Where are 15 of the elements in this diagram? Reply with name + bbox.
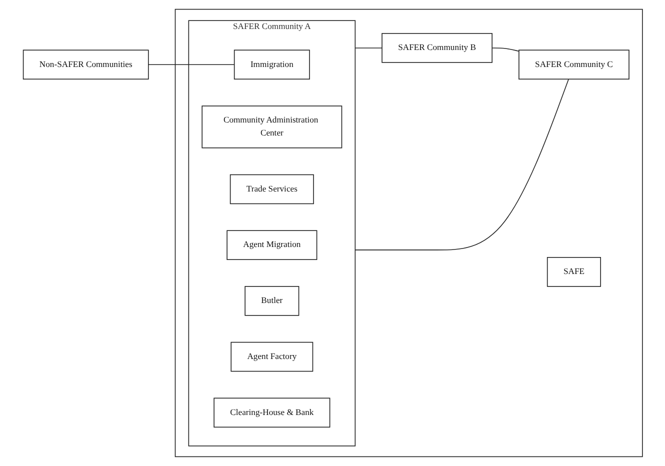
node-box: SAFER Community B bbox=[381, 33, 492, 63]
node-box: Clearing-House & Bank bbox=[213, 398, 330, 428]
node-box: SAFE bbox=[546, 257, 601, 287]
node-box: Non-SAFER Communities bbox=[22, 50, 148, 80]
connector bbox=[148, 64, 234, 66]
node-box: Butler bbox=[244, 286, 299, 316]
connector bbox=[354, 78, 569, 250]
node-box: Agent Factory bbox=[230, 342, 313, 372]
cluster bbox=[174, 8, 642, 458]
node-box: SAFER Community C bbox=[518, 50, 630, 80]
node-box: Community Administration Center bbox=[201, 106, 342, 148]
node-box: Agent Migration bbox=[226, 230, 317, 260]
connector bbox=[491, 48, 519, 52]
node-box: Trade Services bbox=[230, 174, 314, 204]
node-box: Immigration bbox=[234, 50, 310, 80]
